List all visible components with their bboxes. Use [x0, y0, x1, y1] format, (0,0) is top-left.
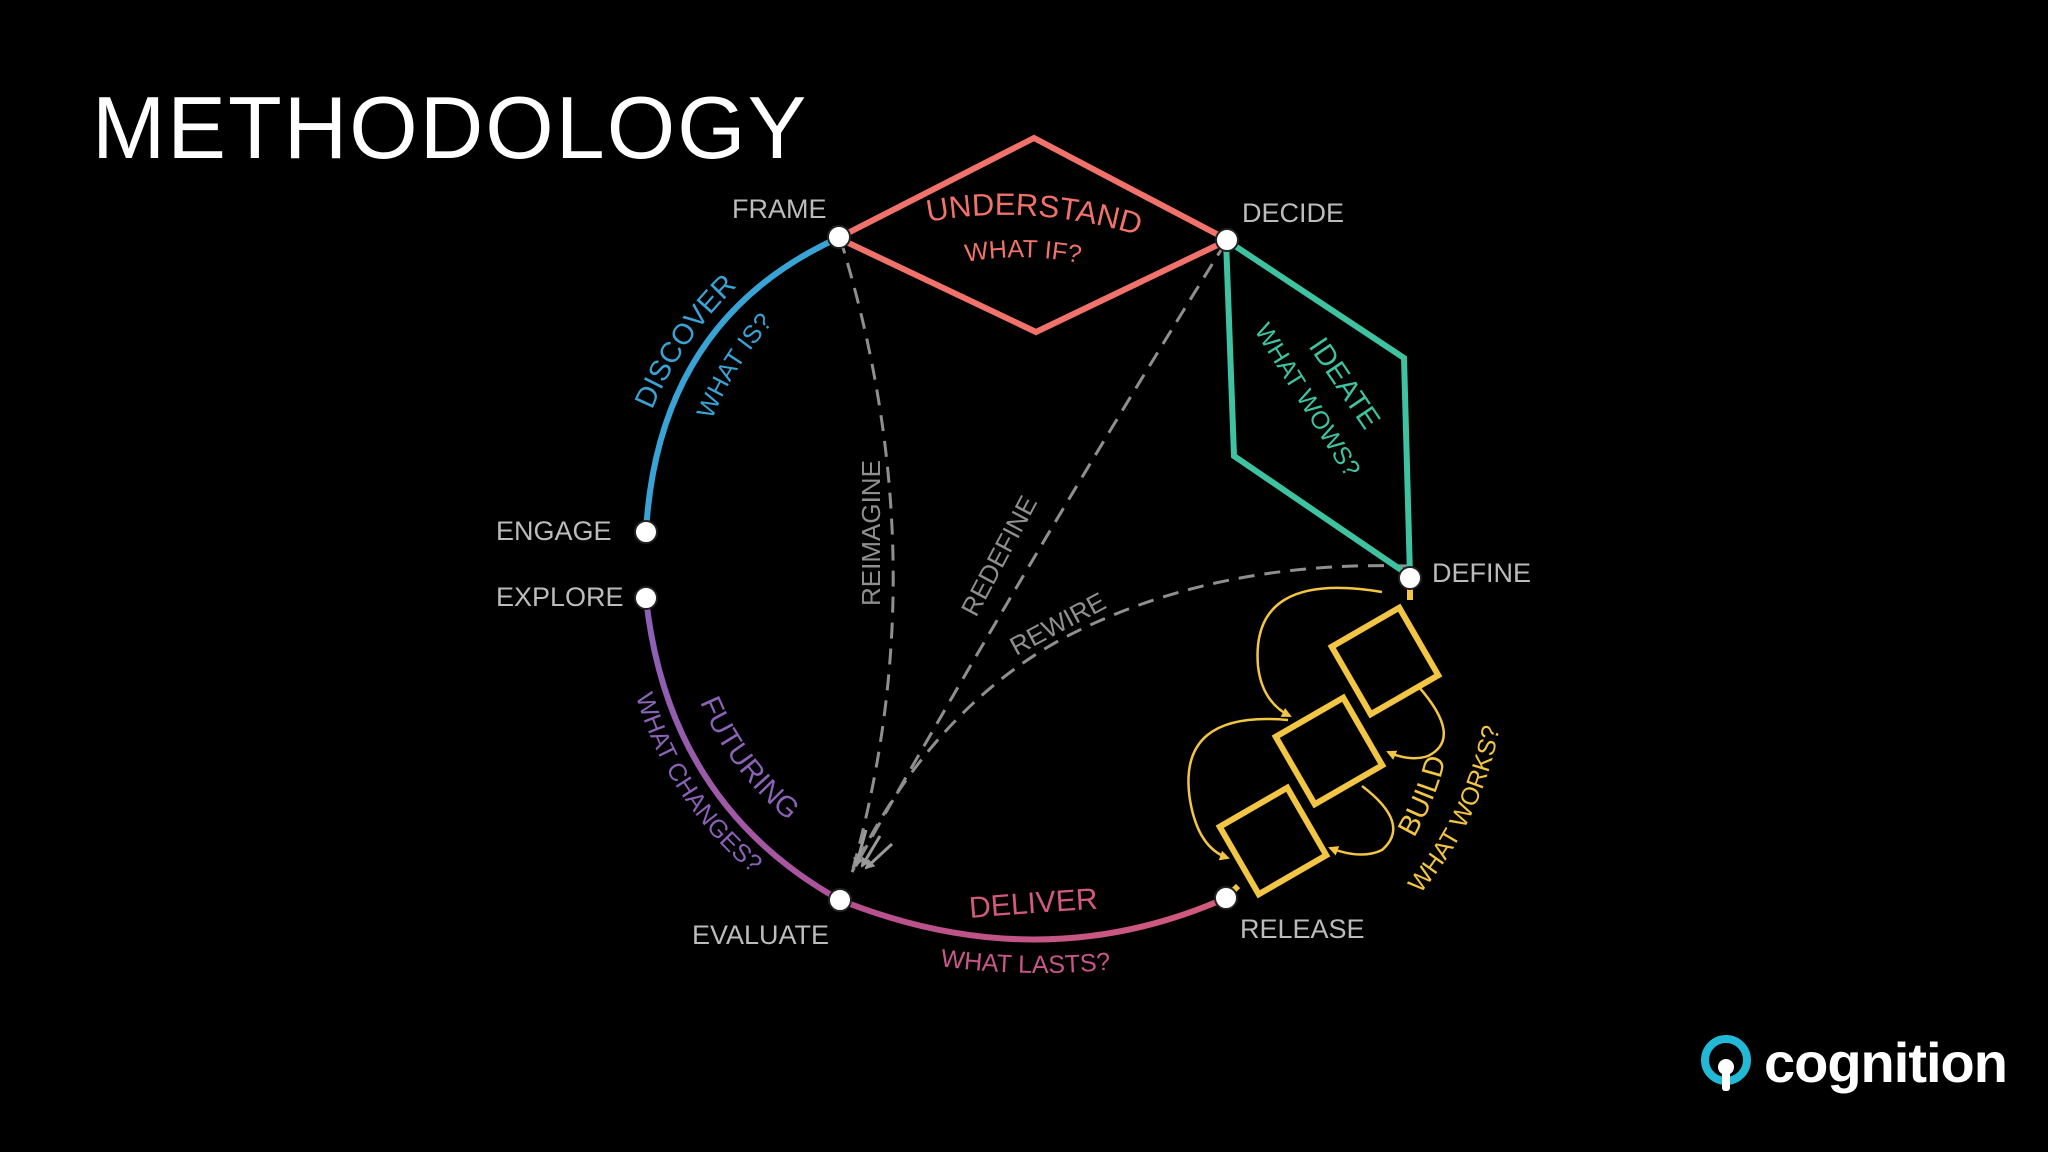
node-label-define: DEFINE: [1432, 558, 1531, 588]
build-loop: [1187, 576, 1445, 901]
understand-question-text: WHAT IF?: [963, 235, 1084, 269]
node-evaluate: [828, 888, 852, 912]
logo-text: cognition: [1764, 1031, 2008, 1094]
deliver-name-text: DELIVER: [968, 883, 1099, 925]
page-title: METHODOLOGY: [92, 78, 809, 177]
path-label-redefine: REDEFINE: [955, 491, 1043, 621]
phase-question-understand: WHAT IF?: [963, 235, 1084, 269]
node-explore: [634, 586, 658, 610]
cognition-logo-icon: [1696, 1033, 1756, 1093]
nodes: [634, 225, 1422, 912]
rewire-path: [850, 564, 1411, 873]
phase-name-deliver: DELIVER: [968, 883, 1099, 925]
node-release: [1214, 886, 1238, 910]
redefine-path: [850, 241, 1228, 873]
reimagine-path: [838, 237, 895, 873]
phase-question-deliver: WHAT LASTS?: [939, 944, 1111, 979]
path-label-reimagine: REIMAGINE: [856, 460, 886, 606]
phase-name-understand: UNDERSTAND: [923, 187, 1145, 242]
deliver-question-text: WHAT LASTS?: [939, 944, 1111, 979]
node-engage: [634, 520, 658, 544]
node-label-explore: EXPLORE: [496, 582, 624, 612]
discover-arc: [643, 235, 840, 533]
understand-diamond: [831, 134, 1235, 336]
node-label-evaluate: EVALUATE: [692, 920, 829, 950]
node-label-frame: FRAME: [732, 194, 827, 224]
futuring-arc: [643, 597, 842, 903]
deliver-arc: [838, 895, 1228, 943]
node-label-release: RELEASE: [1240, 914, 1365, 944]
convergence-arrows: [853, 829, 894, 870]
understand-name-text: UNDERSTAND: [923, 187, 1145, 242]
node-label-decide: DECIDE: [1242, 198, 1344, 228]
node-decide: [1215, 228, 1239, 252]
node-label-engage: ENGAGE: [496, 516, 612, 546]
cognition-logo: cognition: [1696, 1030, 2008, 1096]
node-frame: [827, 225, 851, 249]
node-define: [1398, 566, 1422, 590]
